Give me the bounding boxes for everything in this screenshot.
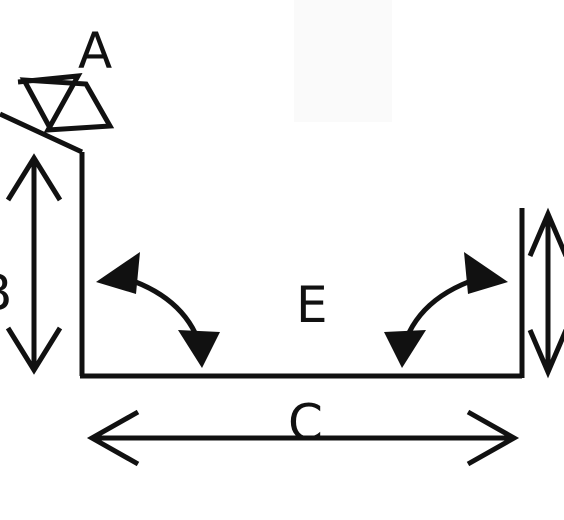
left-lip-line — [0, 111, 84, 155]
label-b: B — [0, 268, 12, 318]
b-dimension-arrow — [5, 153, 63, 375]
zigzag-marker — [17, 73, 115, 133]
faint-background-patch — [294, 0, 392, 122]
d-dimension-arrow — [527, 207, 564, 379]
label-c: C — [288, 394, 323, 452]
right-angle-arc — [384, 252, 508, 368]
label-e: E — [296, 276, 328, 334]
left-angle-arc — [96, 252, 220, 368]
c-dimension-arrow — [86, 409, 520, 467]
label-a: A — [78, 22, 113, 80]
